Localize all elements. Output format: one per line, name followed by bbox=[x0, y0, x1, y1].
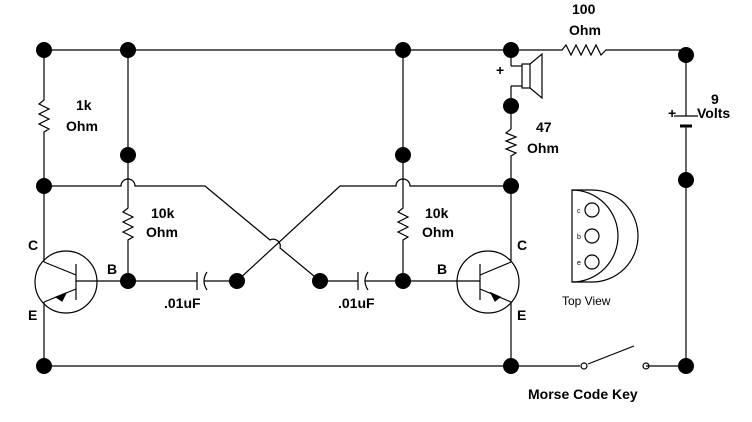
morse-key-label: Morse Code Key bbox=[528, 386, 638, 402]
right-base-label: B bbox=[437, 261, 447, 277]
junction-dot bbox=[503, 178, 519, 194]
junction-dot bbox=[395, 147, 411, 163]
r-base-right-unit: Ohm bbox=[422, 224, 454, 240]
battery-value: 9 bbox=[711, 91, 719, 107]
junction-dots bbox=[36, 42, 694, 374]
junction-dot bbox=[503, 358, 519, 374]
r-left-value: 1k bbox=[76, 97, 92, 113]
pinout-caption: Top View bbox=[562, 294, 611, 308]
resistor-47-ohm bbox=[504, 126, 518, 160]
resistor-100-ohm bbox=[558, 43, 610, 57]
r-supply-unit: Ohm bbox=[569, 22, 601, 38]
left-base-label: B bbox=[107, 261, 117, 277]
pinout-top-view-icon bbox=[571, 189, 639, 283]
capacitor-right bbox=[320, 271, 403, 291]
pinout-pin-c: c bbox=[577, 208, 581, 215]
cross-coupling-wire-left bbox=[44, 178, 321, 282]
resistor-10k-left bbox=[121, 204, 135, 244]
junction-dot bbox=[395, 273, 411, 289]
junction-dot bbox=[678, 47, 694, 63]
speaker-icon bbox=[511, 52, 543, 100]
transistor-right-icon bbox=[403, 250, 520, 340]
morse-key-switch bbox=[580, 345, 650, 370]
r-left-unit: Ohm bbox=[66, 118, 98, 134]
r-base-right-value: 10k bbox=[425, 205, 449, 221]
battery-polarity: + bbox=[668, 105, 676, 121]
capacitor-right-label: .01uF bbox=[338, 295, 375, 311]
junction-dot bbox=[395, 42, 411, 58]
battery-unit: Volts bbox=[697, 105, 730, 121]
junction-dot bbox=[503, 98, 519, 114]
junction-dot bbox=[503, 42, 519, 58]
pinout-pin-b: b bbox=[577, 234, 581, 241]
junction-dot bbox=[678, 172, 694, 188]
junction-dot bbox=[120, 42, 136, 58]
speaker-polarity: + bbox=[496, 62, 504, 78]
capacitor-left bbox=[128, 271, 237, 291]
junction-dot bbox=[120, 147, 136, 163]
battery-9v-icon bbox=[674, 110, 698, 130]
right-emitter-label: E bbox=[517, 307, 526, 323]
resistor-10k-right bbox=[396, 204, 410, 244]
left-collector-label: C bbox=[28, 237, 38, 253]
junction-dot bbox=[36, 358, 52, 374]
junction-dot bbox=[312, 273, 328, 289]
cross-coupling-wire-right bbox=[236, 178, 511, 282]
capacitor-left-label: .01uF bbox=[164, 295, 201, 311]
r-base-left-unit: Ohm bbox=[146, 224, 178, 240]
r-speaker-unit: Ohm bbox=[527, 140, 559, 156]
pinout-pin-e: e bbox=[577, 260, 581, 267]
r-speaker-value: 47 bbox=[536, 119, 552, 135]
transistor-left-icon bbox=[34, 250, 128, 340]
r-supply-value: 100 bbox=[572, 1, 596, 17]
junction-dot bbox=[229, 273, 245, 289]
junction-dot bbox=[678, 358, 694, 374]
junction-dot bbox=[120, 273, 136, 289]
right-collector-label: C bbox=[517, 237, 527, 253]
resistor-1k-left bbox=[37, 96, 51, 136]
r-base-left-value: 10k bbox=[151, 205, 175, 221]
left-emitter-label: E bbox=[28, 307, 37, 323]
junction-dot bbox=[36, 178, 52, 194]
junction-dot bbox=[36, 42, 52, 58]
